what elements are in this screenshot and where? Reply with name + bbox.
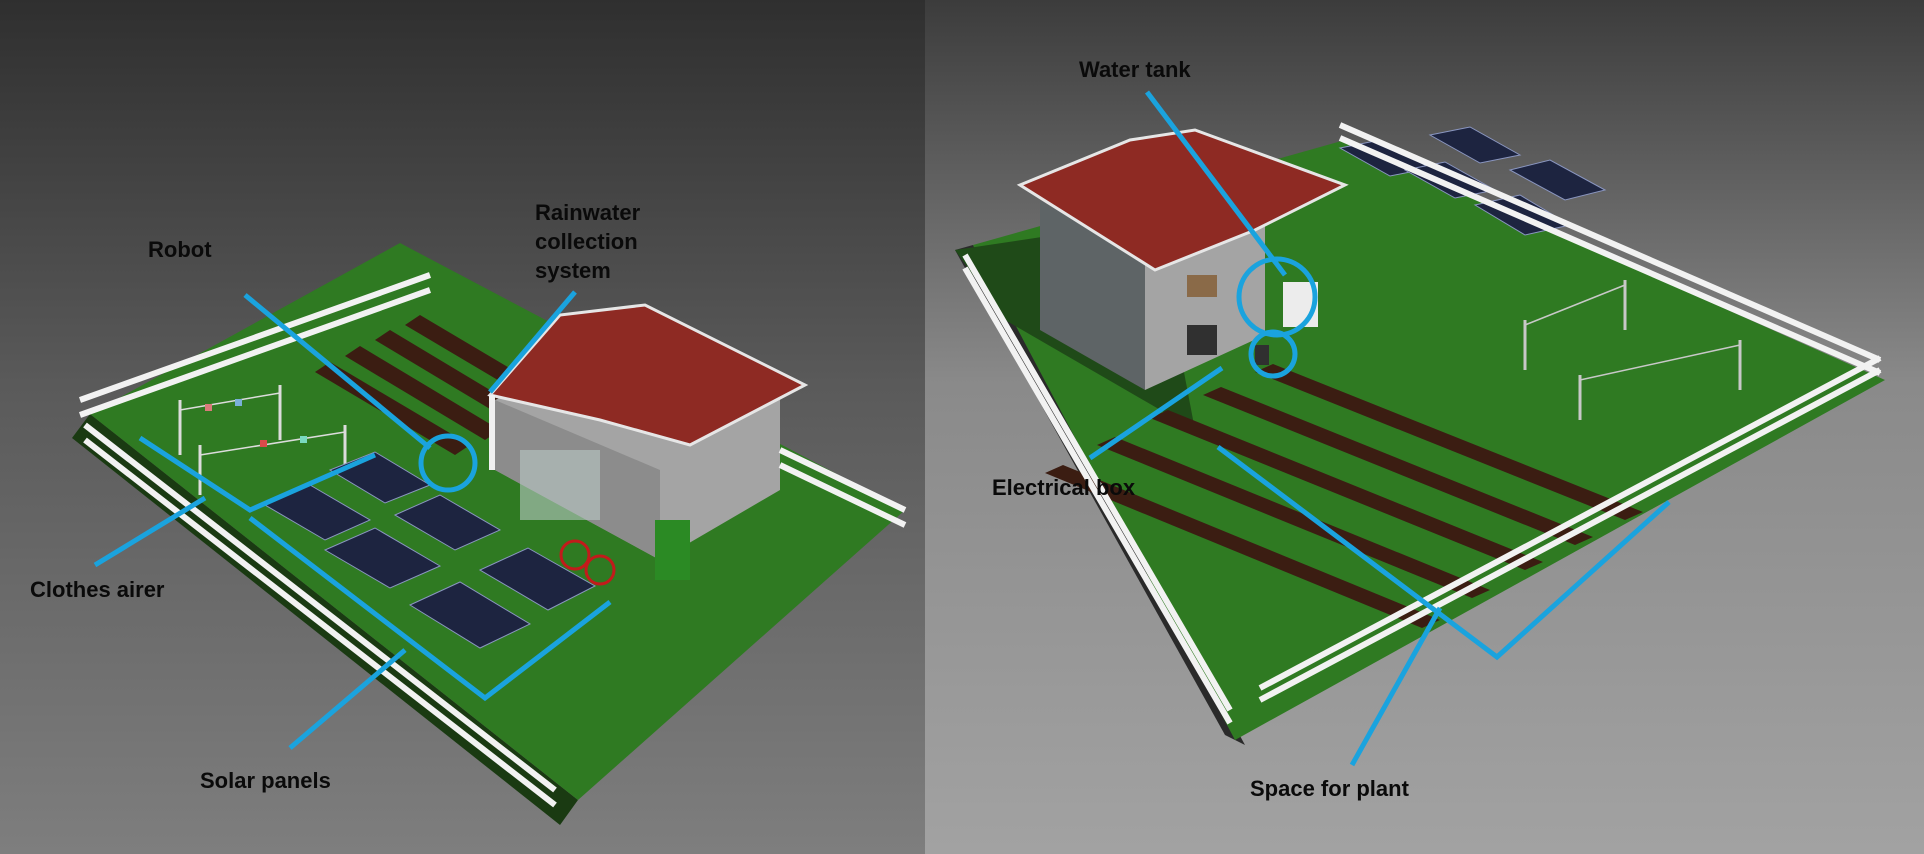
- rainwater-collection-label: Rainwater collection system: [535, 200, 641, 283]
- solar-panels-label: Solar panels: [200, 768, 331, 793]
- robot-label: Robot: [148, 237, 212, 262]
- space-for-plant-callout-line: [1349, 606, 1443, 767]
- robot-callout-circle: [418, 433, 478, 493]
- clothes-airer-label: Clothes airer: [30, 577, 165, 602]
- fence: [78, 272, 907, 808]
- solar-panel-array: [263, 451, 597, 649]
- water-tank-label: Water tank: [1079, 57, 1191, 82]
- house: [1016, 128, 1349, 390]
- fence: [962, 122, 1882, 725]
- lawn: [90, 243, 905, 800]
- space-for-plant-bracket: [1216, 445, 1671, 661]
- electrical-box-callout-circle: [1248, 329, 1298, 379]
- left-house-render: [72, 243, 907, 825]
- solar-panels-callout-line: [288, 648, 407, 750]
- right-callouts: [1088, 90, 1671, 767]
- robot-callout-line: [243, 293, 432, 450]
- house: [487, 303, 809, 580]
- water-tank-callout-circle: [1236, 256, 1318, 338]
- left-view-panel: Robot Rainwater collection system Clothe…: [0, 0, 925, 854]
- space-for-plant-label: Space for plant: [1250, 776, 1409, 801]
- clothes-airer-callout-line: [93, 495, 207, 568]
- right-view-panel: Water tank Electrical box Space for plan…: [925, 0, 1924, 854]
- right-house-render: [955, 90, 1885, 767]
- water-tank-callout-line: [1145, 90, 1287, 277]
- clothes-airer: [1523, 280, 1742, 420]
- rainwater-callout-line: [488, 290, 577, 394]
- solar-panels-bracket: [248, 516, 612, 702]
- electrical-box-callout-line: [1088, 365, 1224, 461]
- electrical-box-label: Electrical box: [992, 475, 1136, 500]
- bicycles: [559, 539, 616, 586]
- planting-beds: [1045, 364, 1643, 628]
- left-callouts: [93, 290, 612, 750]
- clothes-airer-bracket: [138, 435, 377, 513]
